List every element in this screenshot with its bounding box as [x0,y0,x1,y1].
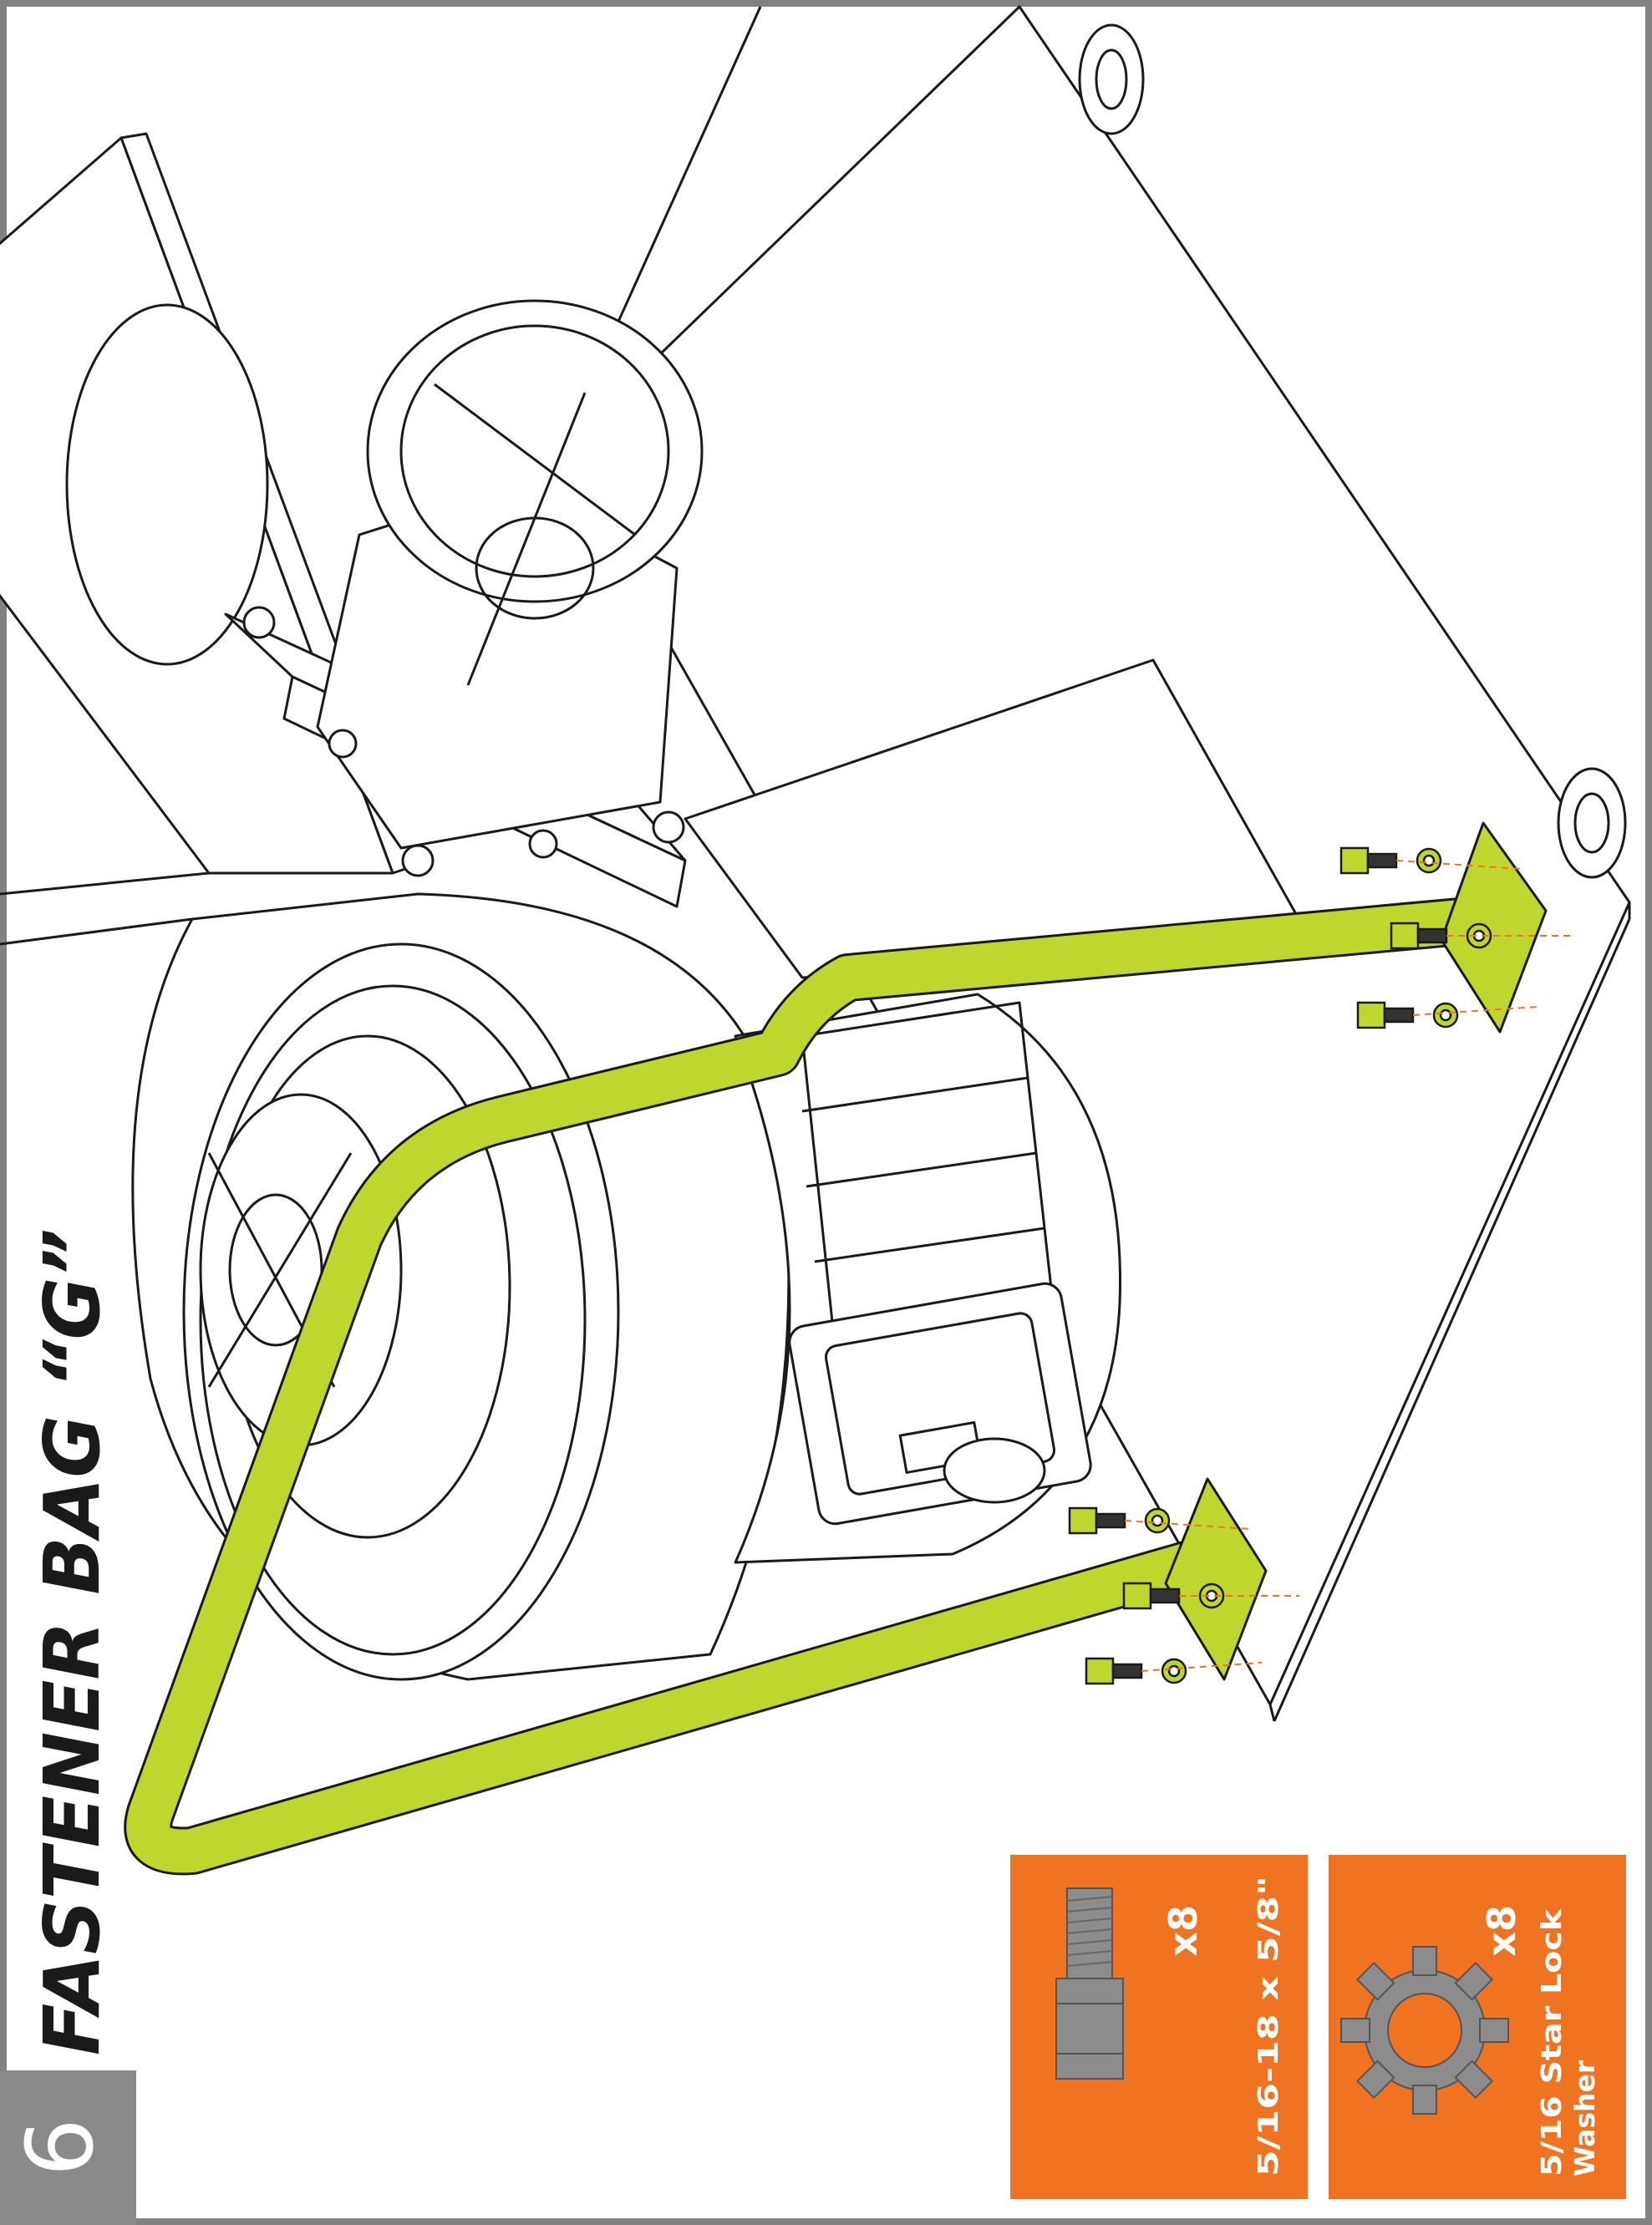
mount-plate-left [1164,1477,1268,1681]
parts-card-washer: x8 5/16 Star Lock Washer [1329,1855,1626,2199]
bolt-set-right [1339,846,1492,1029]
caster-right [1557,767,1627,879]
washer-description-line1: 5/16 Star Lock [1535,1908,1568,2177]
caster-top [1078,23,1145,135]
washer-quantity: x8 [1479,1905,1524,1957]
washer-description-line2: Washer [1568,2060,1601,2177]
step-title-text: FASTENER BAG “G” [28,1228,117,2055]
step-number: 6 [7,2118,114,2177]
bolt-set-left [1068,1506,1225,1685]
hex-bolt-icon [1055,1887,1124,2080]
step-number-box: 6 [0,2070,136,2225]
step-title: FASTENER BAG “G” [28,1228,117,2055]
bolt-description: 5/16-18 x 5/8" [1252,1876,1284,2177]
bolt-quantity: x8 [1161,1905,1206,1957]
parts-card-bolt: x8 5/16-18 x 5/8" [1010,1855,1308,2199]
handle-frame [124,895,1512,1876]
star-lock-washer-icon [1340,1946,1509,2115]
mount-plate-right [1440,821,1548,1034]
